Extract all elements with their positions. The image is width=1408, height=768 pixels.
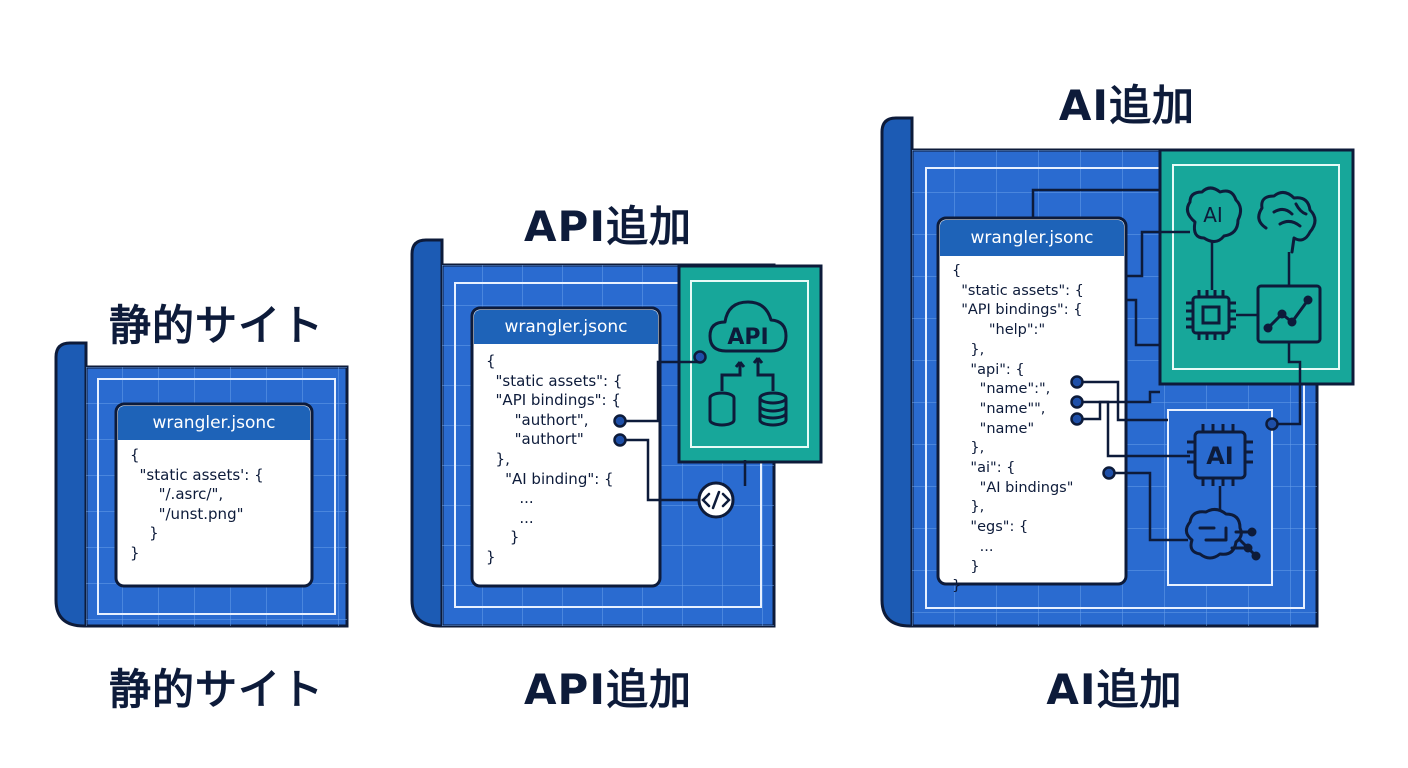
brain-icon [1257, 191, 1317, 254]
connector-lines [620, 360, 747, 502]
static-blueprint [54, 341, 349, 628]
module-wires [1210, 240, 1291, 317]
circuit-brain-icon [1185, 507, 1261, 561]
connector-nodes [1070, 375, 1279, 480]
database-icon [708, 357, 775, 427]
blueprint-roll [54, 341, 88, 628]
stage-static-bottom-label: 静的サイト [108, 665, 324, 714]
blueprint-roll [410, 238, 444, 628]
config-file-code: { "static assets": { "API bindings": { "… [952, 263, 1084, 595]
ai-brain-icon: AI [1185, 186, 1243, 243]
api-cloud-label: API [727, 325, 769, 350]
ai-blueprint: AI [880, 116, 1355, 628]
ai-chip-icon: AI [1187, 424, 1253, 486]
config-file-code: { "static assets": { "API bindings": { "… [486, 352, 623, 566]
connector-lines [1031, 188, 1302, 542]
blueprint-border [97, 378, 336, 615]
stage-ai-top-label: AI追加 [1058, 81, 1196, 130]
chip-icon [1186, 290, 1236, 340]
config-file-card [114, 402, 314, 588]
api-module [677, 264, 823, 464]
stage-ai-bottom-label: AI追加 [1046, 665, 1183, 714]
cloud-icon [708, 300, 788, 353]
config-file-title: wrangler.jsonc [118, 406, 310, 440]
ai-brain-label: AI [1203, 203, 1223, 227]
code-icon [697, 481, 735, 519]
ai-chip-module: AI [1167, 409, 1273, 586]
ai-services-module: AI [1158, 148, 1355, 386]
blueprint-roll [880, 116, 914, 628]
stage-api-bottom-label: API追加 [524, 665, 692, 714]
config-file-code: { "static assets': { "/.asrc/", "/unst.p… [130, 446, 264, 562]
blueprint-border [925, 167, 1305, 609]
storage-stack-icon [758, 391, 788, 427]
stage-api-top-label: API追加 [524, 202, 692, 251]
config-file-card [470, 306, 662, 588]
ai-chip-label: AI [1206, 442, 1234, 470]
stage-static-top-label: 静的サイト [108, 301, 324, 350]
connector-nodes [613, 350, 707, 447]
config-file-title: wrangler.jsonc [940, 220, 1124, 256]
config-file-title: wrangler.jsonc [474, 310, 658, 344]
